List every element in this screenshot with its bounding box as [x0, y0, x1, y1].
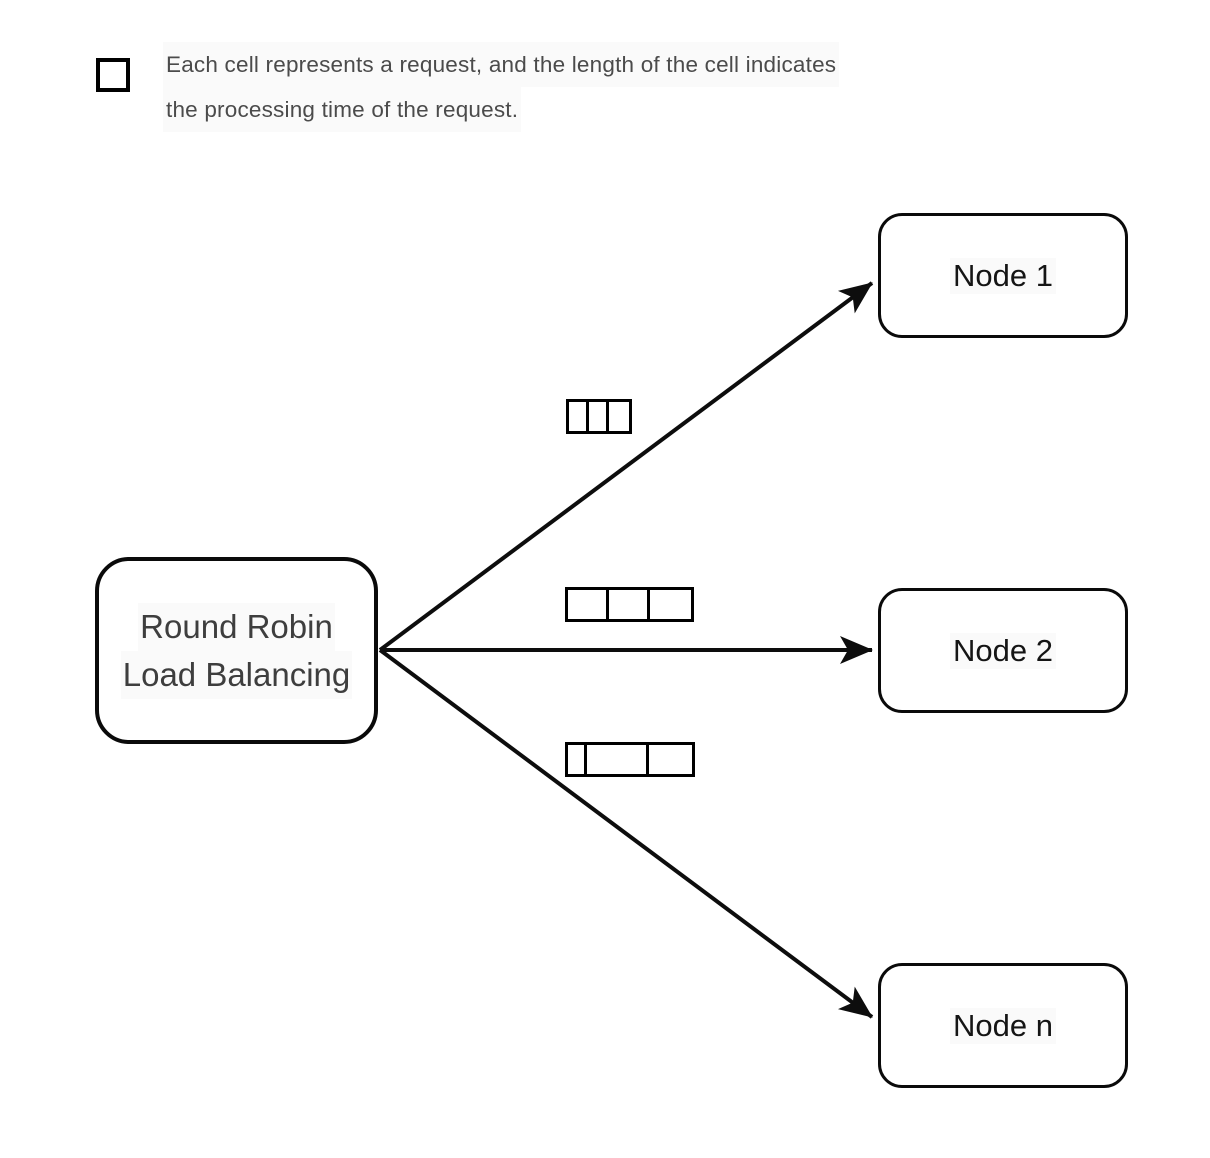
request-queue-node-n — [565, 742, 695, 777]
node-n-box: Node n — [878, 963, 1128, 1088]
request-cell — [609, 590, 650, 619]
node-2-label: Node 2 — [950, 632, 1056, 669]
legend-text-line-2: the processing time of the request. — [163, 87, 522, 132]
request-cell — [568, 590, 609, 619]
legend-text: Each cell represents a request, and the … — [163, 42, 840, 132]
request-cell — [569, 402, 589, 431]
request-cell — [568, 745, 587, 774]
load-balancer-box: Round Robin Load Balancing — [95, 557, 378, 744]
legend: Each cell represents a request, and the … — [96, 42, 840, 132]
legend-text-line-1: Each cell represents a request, and the … — [163, 42, 840, 87]
arrow-to-node-n — [378, 648, 874, 1019]
node-n-label: Node n — [950, 1007, 1056, 1044]
request-cell — [649, 745, 692, 774]
node-2-box: Node 2 — [878, 588, 1128, 713]
load-balancer-label-line-2: Load Balancing — [120, 650, 353, 699]
node-1-label: Node 1 — [950, 257, 1056, 294]
node-1-box: Node 1 — [878, 213, 1128, 338]
request-cell — [587, 745, 649, 774]
request-cell — [609, 402, 629, 431]
request-cell — [589, 402, 609, 431]
cell-legend-icon — [96, 58, 130, 92]
request-cell — [650, 590, 691, 619]
load-balancer-label-line-1: Round Robin — [138, 602, 335, 651]
request-queue-node-1 — [566, 399, 632, 434]
request-queue-node-2 — [565, 587, 694, 622]
